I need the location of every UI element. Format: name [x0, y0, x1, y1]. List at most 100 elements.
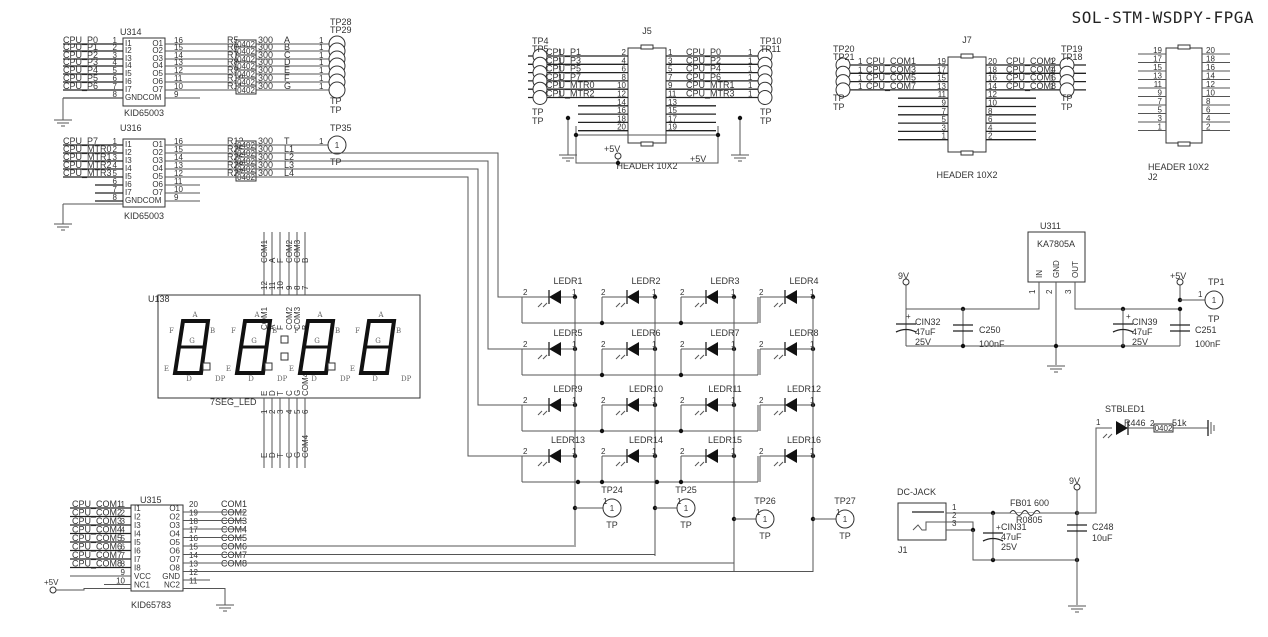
header-key	[960, 150, 974, 156]
chip-part: KID65003	[124, 108, 164, 118]
pin-number: 2	[680, 396, 685, 405]
led-arrow	[1102, 433, 1108, 439]
pin-number: 11	[1154, 80, 1163, 89]
tp-pin: 1	[319, 51, 324, 60]
resistor-ref: R28	[227, 160, 244, 170]
testpoint-icon	[328, 81, 346, 99]
net-label: CPU_MTR0	[546, 80, 595, 90]
pin-net-inner: COM4	[301, 372, 310, 396]
input-net: CPU_P0	[63, 35, 98, 45]
led-row-wire	[165, 152, 522, 298]
j5-header-block: J52CPU_P14CPU_P36CPU_P58CPU_P710CPU_MTR0…	[528, 26, 782, 171]
tp-label: TP	[1061, 93, 1073, 103]
pin-number: 3	[1064, 289, 1073, 294]
pin-number: 2	[113, 145, 118, 154]
pin-number: 9	[285, 285, 294, 290]
seg-part: 7SEG_LED	[210, 397, 257, 407]
tp-pin: 1	[319, 82, 324, 91]
led-icon	[773, 290, 797, 308]
tp-ref: TP4	[532, 36, 549, 46]
pin-number: 2	[113, 43, 118, 52]
chip-body	[122, 138, 166, 208]
testpoint-icon: 1	[755, 509, 775, 529]
tp-ref: TP10	[760, 36, 782, 46]
pin-net-inner: COM2	[285, 306, 294, 330]
net-label: G	[284, 81, 291, 91]
led-icon	[615, 290, 639, 308]
pin-number: 3	[668, 56, 673, 65]
seg-label-b: B	[272, 327, 277, 335]
junction-dot	[1177, 306, 1183, 312]
cap-plate-curved	[982, 537, 1004, 542]
pin-name: O1	[152, 140, 163, 149]
power-label: +5V	[44, 578, 59, 587]
net-label: CPU_P4	[686, 64, 721, 74]
pin-name: I1	[125, 140, 132, 149]
pin-number: 14	[174, 153, 183, 162]
cap-value: 100nF	[1195, 339, 1221, 349]
header-key	[1177, 141, 1191, 147]
pin-name: O5	[169, 538, 180, 547]
pin-net-inner: G	[293, 390, 302, 396]
seg-label-e: E	[350, 365, 355, 373]
led-arrow	[773, 410, 779, 416]
input-net: CPU_COM8	[72, 559, 122, 569]
cin32-icon	[895, 323, 917, 333]
resistor-ref: R11	[227, 81, 243, 91]
pin-net-inner: COM3	[293, 306, 302, 330]
tp-pin: 1	[1050, 65, 1055, 74]
vin-wire	[905, 282, 1040, 346]
jack-title: DC-JACK	[897, 487, 936, 497]
pin-number: 2	[601, 340, 606, 349]
pin-number: 1	[113, 36, 118, 45]
pin-number: 20	[1206, 46, 1215, 55]
led-arrow	[542, 410, 548, 416]
resistor-package: 0402	[1155, 424, 1173, 433]
tp-pin: 1	[558, 81, 563, 90]
pin-number: 18	[988, 65, 997, 74]
pin-number: 16	[174, 36, 183, 45]
pin-number: 4	[121, 526, 126, 535]
c248-icon	[1067, 524, 1087, 532]
pin-name: NC1	[134, 581, 151, 590]
pin-name: OUT	[1071, 261, 1080, 278]
testpoint-circle	[602, 498, 622, 518]
led-arrow	[699, 354, 705, 360]
tp-pin: 1	[558, 56, 563, 65]
pin-number: 10	[1206, 89, 1215, 98]
tp-pin: 1	[748, 90, 753, 99]
power-port-icon	[614, 152, 622, 160]
pin-name: O4	[152, 164, 163, 173]
pin-name: O5	[152, 172, 163, 181]
header-key	[1177, 44, 1191, 50]
led-ref: LEDR1	[553, 276, 582, 286]
led-arrow	[620, 461, 626, 467]
pin-number: 2	[523, 396, 528, 405]
pin-number: 11	[938, 90, 947, 99]
testpoint-pin: 1	[843, 515, 848, 524]
pin-name: I4	[125, 164, 132, 173]
net-label: CPU_MTR1	[686, 80, 735, 90]
pin-number: 2	[952, 511, 957, 520]
tp-label: TP	[532, 107, 544, 117]
seg-label-g: G	[251, 337, 257, 345]
resistor-ref: R6	[227, 42, 239, 52]
led-icon	[537, 342, 561, 360]
resistor-value: 300	[258, 73, 273, 83]
pin-number: 15	[1153, 63, 1162, 72]
pin-number: 14	[189, 551, 198, 560]
pin-number: 4	[113, 58, 118, 67]
led-icon	[615, 342, 639, 360]
testpoint-pin: 1	[763, 515, 768, 524]
pin-number: 5	[942, 115, 947, 124]
pin-number: 7	[1158, 97, 1163, 106]
led-arrow	[615, 410, 621, 416]
net-label: L2	[284, 152, 294, 162]
net-label: CPU_COM6	[1006, 73, 1056, 83]
power-label: 9V	[898, 271, 909, 281]
led-ref: LEDR11	[708, 384, 741, 394]
pin-name: I6	[125, 180, 132, 189]
pin-number: 2	[988, 132, 993, 141]
tp-ref: TP19	[1061, 44, 1083, 54]
